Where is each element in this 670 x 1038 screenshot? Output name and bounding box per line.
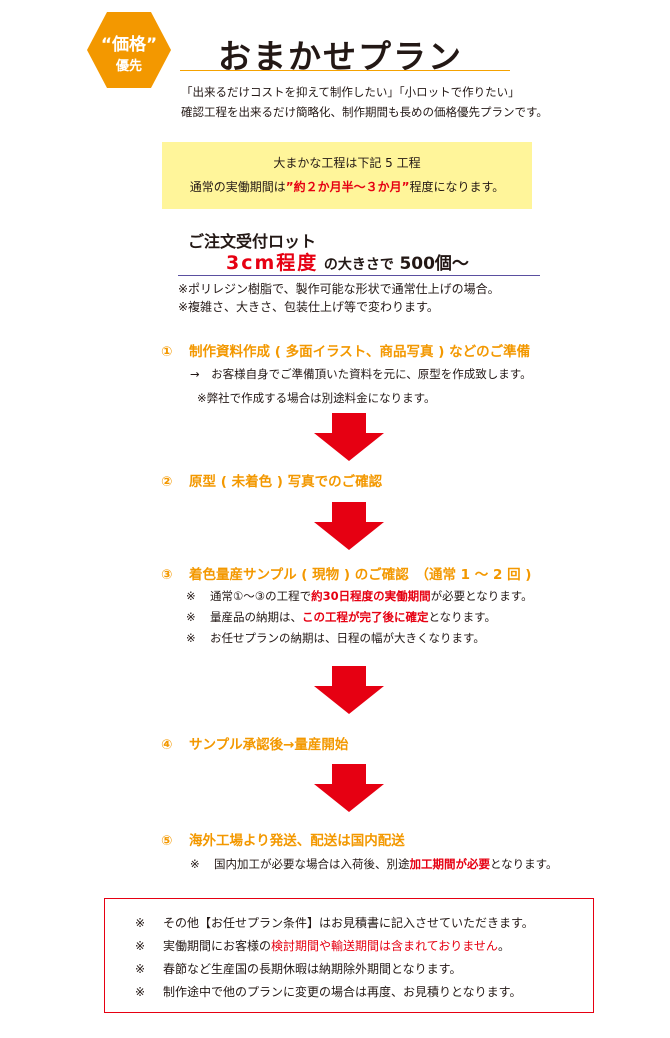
step-1-note: ※弊社で作成する場合は別途料金になります。 xyxy=(197,391,436,405)
step-3-note-2: ※量産品の納期は、この工程が完了後に確定となります。 xyxy=(186,610,497,624)
period-box: 大まかな工程は下記 5 工程 通常の実働期間は”約２か月半～３か月”程度になりま… xyxy=(162,142,532,209)
step-5-label: 海外工場より発送、配送は国内配送 xyxy=(189,833,405,849)
step-4-number: ④ xyxy=(161,737,173,753)
down-arrow-icon xyxy=(314,666,384,714)
period-post: 程度になります。 xyxy=(409,180,505,194)
step-5-note-1: ※国内加工が必要な場合は入荷後、別途加工期間が必要となります。 xyxy=(190,857,558,871)
step-5-number: ⑤ xyxy=(161,833,173,849)
condition-4: ※制作途中で他のプランに変更の場合は再度、お見積りとなります。 xyxy=(135,985,522,999)
period-highlight: ”約２か月半～３か月” xyxy=(285,180,410,194)
condition-1: ※その他【お任せプラン条件】はお見積書に記入させていただきます。 xyxy=(135,916,534,930)
lot-size: 3cm程度 xyxy=(226,252,319,274)
step-3-note-3: ※お任せプランの納期は、日程の幅が大きくなります。 xyxy=(186,631,485,645)
step-1-arrow-note: → お客様自身でご準備頂いた資料を元に、原型を作成致します。 xyxy=(190,367,532,381)
lot-count: 500個〜 xyxy=(399,254,469,274)
step-3: ③ 着色量産サンプル ( 現物 ) のご確認 （通常 1 ～ 2 回 ) xyxy=(161,563,531,583)
intro-line-2: 確認工程を出来るだけ簡略化、制作期間も長めの価格優先プランです。 xyxy=(181,105,548,119)
down-arrow-icon xyxy=(314,764,384,812)
step-2: ② 原型 ( 未着色 ) 写真でのご確認 xyxy=(161,470,382,490)
lot-title: ご注文受付ロット xyxy=(188,232,317,251)
down-arrow-icon xyxy=(314,502,384,550)
period-line-1: 大まかな工程は下記 5 工程 xyxy=(273,156,421,170)
lot-note-1: ※ポリレジン樹脂で、製作可能な形状で通常仕上げの場合。 xyxy=(178,282,500,296)
conditions-box: ※その他【お任せプラン条件】はお見積書に記入させていただきます。 ※実働期間にお… xyxy=(104,898,594,1013)
step-3-number: ③ xyxy=(161,567,173,583)
page-title: おまかせプラン xyxy=(218,37,463,76)
step-2-label: 原型 ( 未着色 ) 写真でのご確認 xyxy=(189,474,383,490)
step-2-number: ② xyxy=(161,474,173,490)
badge-line2: 優先 xyxy=(115,59,142,74)
step-4-label: サンプル承認後→量産開始 xyxy=(189,737,349,753)
step-5: ⑤ 海外工場より発送、配送は国内配送 xyxy=(161,829,405,849)
lot-size-line: 3cm程度 の大きさで 500個〜 xyxy=(226,248,469,275)
hexagon-icon xyxy=(87,12,171,88)
price-priority-badge: “価格” 優先 xyxy=(86,10,172,90)
intro-line-1: 「出来るだけコストを抑えて制作したい」「小ロットで作りたい」 xyxy=(181,85,520,99)
step-1-label: 制作資料作成 ( 多面イラスト、商品写真 ) などのご準備 xyxy=(189,344,531,360)
badge-line1: “価格” xyxy=(100,35,158,55)
period-line-2: 通常の実働期間は”約２か月半～３か月”程度になります。 xyxy=(162,178,532,195)
title-underline xyxy=(180,70,510,71)
down-arrow-icon xyxy=(314,413,384,461)
step-1: ① 制作資料作成 ( 多面イラスト、商品写真 ) などのご準備 xyxy=(161,340,530,360)
condition-2: ※実働期間にお客様の検討期間や輸送期間は含まれておりません。 xyxy=(135,939,510,953)
period-pre: 通常の実働期間は xyxy=(189,180,286,194)
step-3-note-1: ※通常①～③の工程で約30日程度の実働期間が必要となります。 xyxy=(186,589,533,603)
lot-note-2: ※複雑さ、大きさ、包装仕上げ等で変わります。 xyxy=(178,300,439,314)
lot-underline xyxy=(178,275,540,276)
step-1-number: ① xyxy=(161,344,173,360)
lot-mid: の大きさで xyxy=(323,257,394,273)
condition-3: ※春節など生産国の長期休暇は納期除外期間となります。 xyxy=(135,962,462,976)
step-4: ④ サンプル承認後→量産開始 xyxy=(161,733,348,753)
step-3-label: 着色量産サンプル ( 現物 ) のご確認 （通常 1 ～ 2 回 ) xyxy=(189,567,532,583)
